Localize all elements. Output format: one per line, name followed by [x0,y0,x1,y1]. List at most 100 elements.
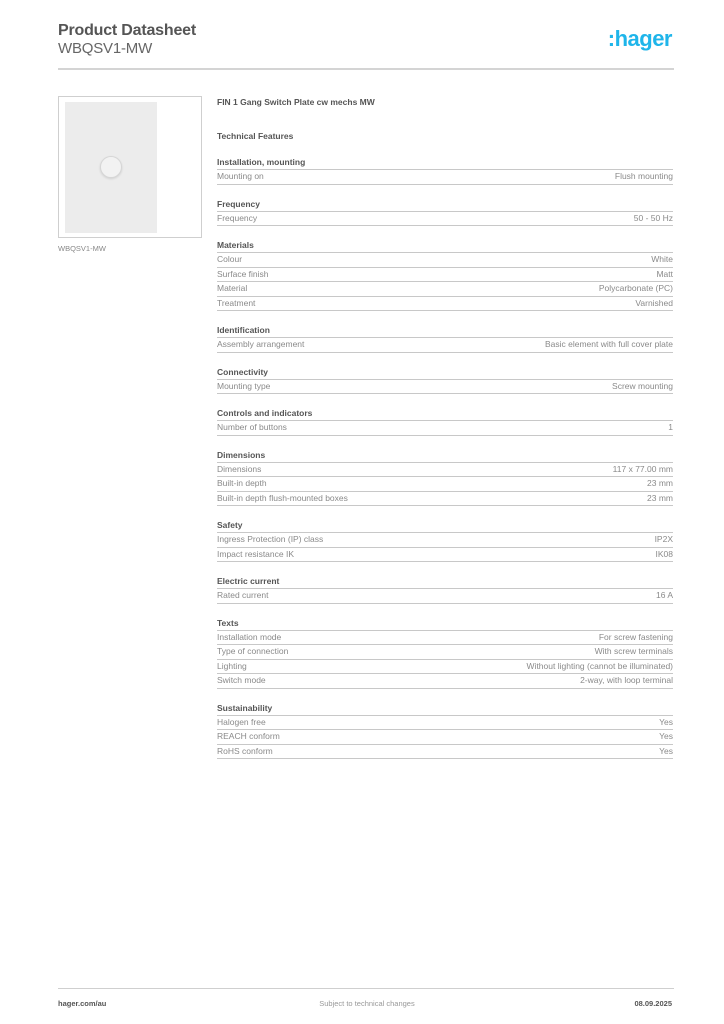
feature-value: 16 A [655,590,673,600]
feature-row: Number of buttons 1 [217,421,673,436]
feature-row: Lighting Without lighting (cannot be illu… [217,660,673,674]
feature-value: Flush mounting [614,171,673,181]
feature-label: Material [217,283,248,293]
footer-notice: Subject to technical changes [319,999,415,1008]
section-title: Materials [217,239,673,253]
feature-row: Material Polycarbonate (PC) [217,282,673,297]
feature-value: Basic element with full cover plate [544,339,673,349]
technical-content: FIN 1 Gang Switch Plate cw mechs MW Tech… [217,96,673,759]
feature-value: Yes [659,716,673,727]
section-title: Sustainability [217,702,673,716]
feature-row: Frequency 50 - 50 Hz [217,212,673,226]
feature-label: Ingress Protection (IP) class [217,534,324,544]
footer-website-link[interactable]: hager.com/au [58,999,107,1008]
feature-value: 23 mm [647,478,673,488]
technical-features-heading: Technical Features [217,131,294,141]
feature-value: Varnished [635,297,673,308]
feature-value: IK08 [655,548,674,559]
feature-label: Type of connection [217,646,289,656]
feature-label: Built-in depth [217,478,267,488]
hager-logo: :hager [607,26,673,51]
feature-label: Rated current [217,590,269,600]
feature-label: Dimensions [217,463,262,474]
feature-value: 117 x 77.00 mm [612,463,673,474]
feature-row: Ingress Protection (IP) class IP2X [217,533,673,548]
feature-row: RoHS conform Yes [217,745,673,759]
feature-value: 2-way, with loop terminal [580,675,673,685]
feature-value: Yes [659,745,673,756]
product-code: WBQSV1-MW [58,40,153,57]
feature-value: 50 - 50 Hz [633,212,673,223]
section-title: Controls and indicators [217,407,673,421]
feature-row: Type of connection With screw terminals [217,645,673,660]
header-divider [58,68,674,70]
section-title: Connectivity [217,366,673,380]
product-name: FIN 1 Gang Switch Plate cw mechs MW [217,97,375,107]
feature-value: Matt [656,268,673,279]
feature-label: Colour [217,254,243,264]
feature-row: Switch mode 2-way, with loop terminal [217,674,673,689]
feature-value: Screw mounting [612,380,673,391]
feature-value: 1 [668,422,673,432]
section-title: Installation, mounting [217,156,673,170]
page-title: Product Datasheet [58,22,196,39]
feature-value: IP2X [654,534,673,544]
feature-row: Treatment Varnished [217,297,673,311]
feature-row: Built-in depth flush-mounted boxes 23 mm [217,492,673,506]
feature-row: REACH conform Yes [217,730,673,745]
feature-label: Lighting [217,660,247,671]
feature-row: Halogen free Yes [217,716,673,730]
feature-label: Surface finish [217,268,269,279]
section-title: Dimensions [217,449,673,463]
page-header: Product Datasheet WBQSV1-MW :hager [58,20,674,70]
feature-value: Yes [659,731,673,741]
feature-label: Mounting type [217,380,271,391]
feature-label: Switch mode [217,675,266,685]
feature-value: 23 mm [647,492,673,503]
feature-value: Without lighting (cannot be illuminated) [526,660,673,671]
feature-row: Assembly arrangement Basic element with f… [217,338,673,353]
section-title: Electric current [217,575,673,589]
feature-label: Frequency [217,212,258,223]
feature-row: Mounting type Screw mounting [217,380,673,394]
product-image-caption: WBQSV1-MW [58,244,106,253]
section-title: Texts [217,617,673,631]
feature-label: Treatment [217,297,256,308]
feature-row: Built-in depth 23 mm [217,477,673,492]
feature-label: REACH conform [217,731,280,741]
feature-row: Dimensions 117 x 77.00 mm [217,463,673,477]
feature-value: With screw terminals [594,646,673,656]
feature-label: Mounting on [217,171,264,181]
feature-label: Halogen free [217,716,266,727]
feature-value: Polycarbonate (PC) [598,283,673,293]
feature-row: Installation mode For screw fastening [217,631,673,645]
product-image [58,96,202,238]
feature-label: RoHS conform [217,745,273,756]
feature-label: Installation mode [217,631,282,642]
switch-plate-illustration [65,102,157,233]
switch-button-illustration [100,156,122,178]
feature-label: Built-in depth flush-mounted boxes [217,492,348,503]
feature-row: Impact resistance IK IK08 [217,548,674,562]
feature-label: Assembly arrangement [217,339,305,349]
footer-divider [58,988,674,989]
feature-label: Impact resistance IK [217,548,295,559]
section-title: Safety [217,519,673,533]
feature-value: For screw fastening [598,631,673,642]
feature-row: Surface finish Matt [217,268,673,282]
feature-label: Number of buttons [217,422,287,432]
